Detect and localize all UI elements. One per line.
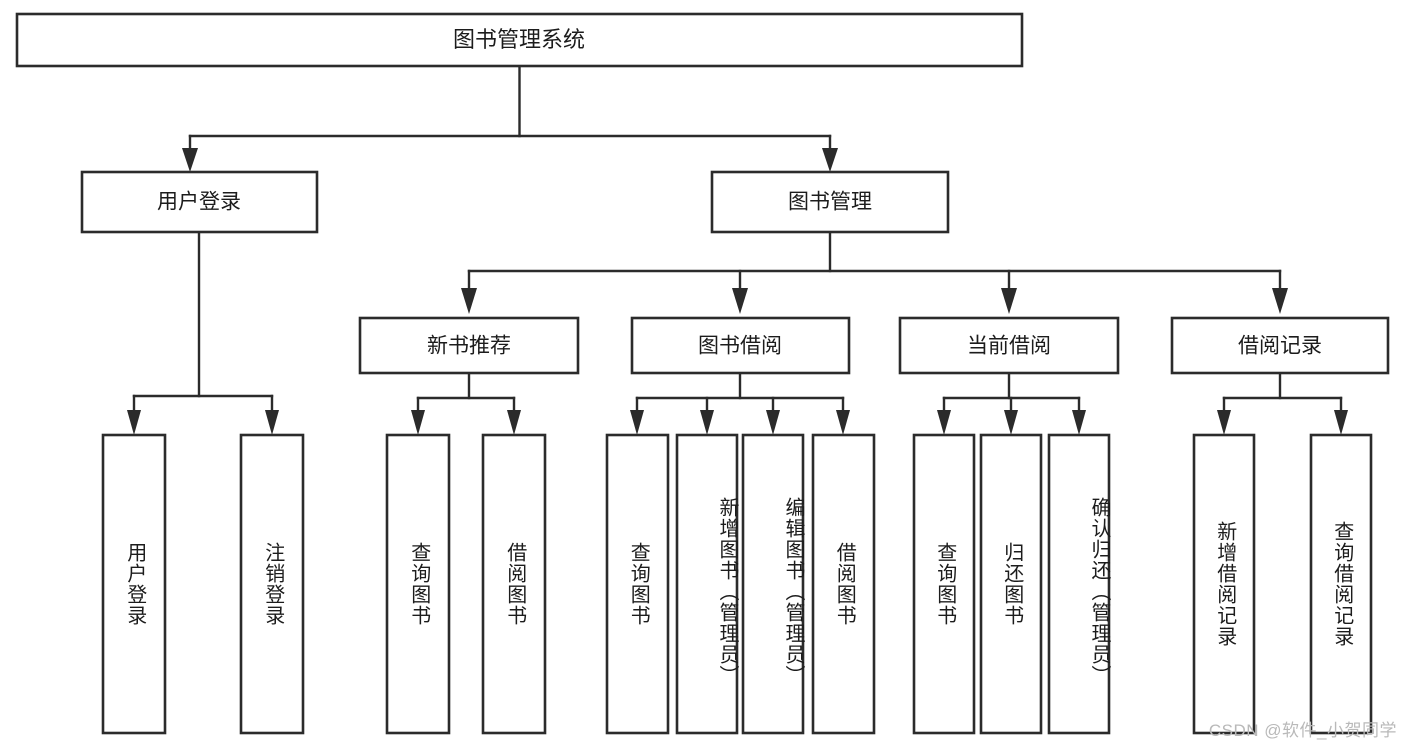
arrow-head-icon <box>127 410 141 435</box>
node-new-book-recommend-label: 新书推荐 <box>427 335 511 358</box>
node-book-management[interactable]: 图书管理 <box>710 170 950 234</box>
node-current-borrow-label: 当前借阅 <box>967 335 1051 358</box>
leaf-box-current-borrow-2[interactable] <box>1047 433 1111 735</box>
leaf-box-current-borrow-1[interactable] <box>979 433 1043 735</box>
leaf-box-book-borrow-0[interactable] <box>605 433 670 735</box>
node-book-management-label: 图书管理 <box>788 191 872 214</box>
leaf-box-user-login-1[interactable] <box>239 433 305 735</box>
leaf-box-borrow-record-1[interactable] <box>1309 433 1373 735</box>
leaf-box-current-borrow-0[interactable] <box>912 433 976 735</box>
arrow-head-icon <box>1001 288 1017 314</box>
leaf-box-new-book-1[interactable] <box>481 433 547 735</box>
node-current-borrow[interactable]: 当前借阅 <box>898 316 1120 375</box>
node-user-login-label: 用户登录 <box>157 191 241 214</box>
leaf-box-book-borrow-1[interactable] <box>675 433 739 735</box>
arrow-head-icon <box>766 410 780 435</box>
node-book-borrow-label: 图书借阅 <box>698 335 782 358</box>
arrow-head-icon <box>507 410 521 435</box>
arrow-head-icon <box>836 410 850 435</box>
arrow-head-icon <box>700 410 714 435</box>
leaf-box-book-borrow-3[interactable] <box>811 433 876 735</box>
node-new-book-recommend[interactable]: 新书推荐 <box>358 316 580 375</box>
arrow-head-icon <box>1072 410 1086 435</box>
connector-book-management-to-level3 <box>461 230 1288 314</box>
node-root-system[interactable]: 图书管理系统 <box>15 12 1024 68</box>
arrow-head-icon <box>182 148 198 172</box>
arrow-head-icon <box>937 410 951 435</box>
arrow-head-icon <box>630 410 644 435</box>
arrow-head-icon <box>1334 410 1348 435</box>
node-book-borrow[interactable]: 图书借阅 <box>630 316 851 375</box>
leaf-box-user-login-0[interactable] <box>101 433 167 735</box>
arrow-head-icon <box>732 288 748 314</box>
arrow-head-icon <box>1004 410 1018 435</box>
csdn-watermark: CSDN @软件_小贺同学 <box>1208 721 1397 740</box>
node-root-label: 图书管理系统 <box>453 27 585 52</box>
leaf-box-borrow-record-0[interactable] <box>1192 433 1256 735</box>
arrow-head-icon <box>1272 288 1288 314</box>
arrow-head-icon <box>265 410 279 435</box>
arrow-head-icon <box>461 288 477 314</box>
node-user-login[interactable]: 用户登录 <box>80 170 319 234</box>
connector-book-borrow-to-leaves <box>630 371 850 435</box>
node-borrow-record-label: 借阅记录 <box>1238 335 1322 358</box>
arrow-head-icon <box>1217 410 1231 435</box>
leaf-box-book-borrow-2[interactable] <box>741 433 805 735</box>
connector-current-borrow-to-leaves <box>937 371 1086 435</box>
connector-user-login-to-leaves <box>127 230 279 435</box>
connector-new-book-to-leaves <box>411 371 521 435</box>
arrow-head-icon <box>411 410 425 435</box>
connector-root-to-level2 <box>182 64 838 172</box>
node-borrow-record[interactable]: 借阅记录 <box>1170 316 1390 375</box>
arrow-head-icon <box>822 148 838 172</box>
leaf-box-new-book-0[interactable] <box>385 433 451 735</box>
connector-borrow-record-to-leaves <box>1217 371 1348 435</box>
